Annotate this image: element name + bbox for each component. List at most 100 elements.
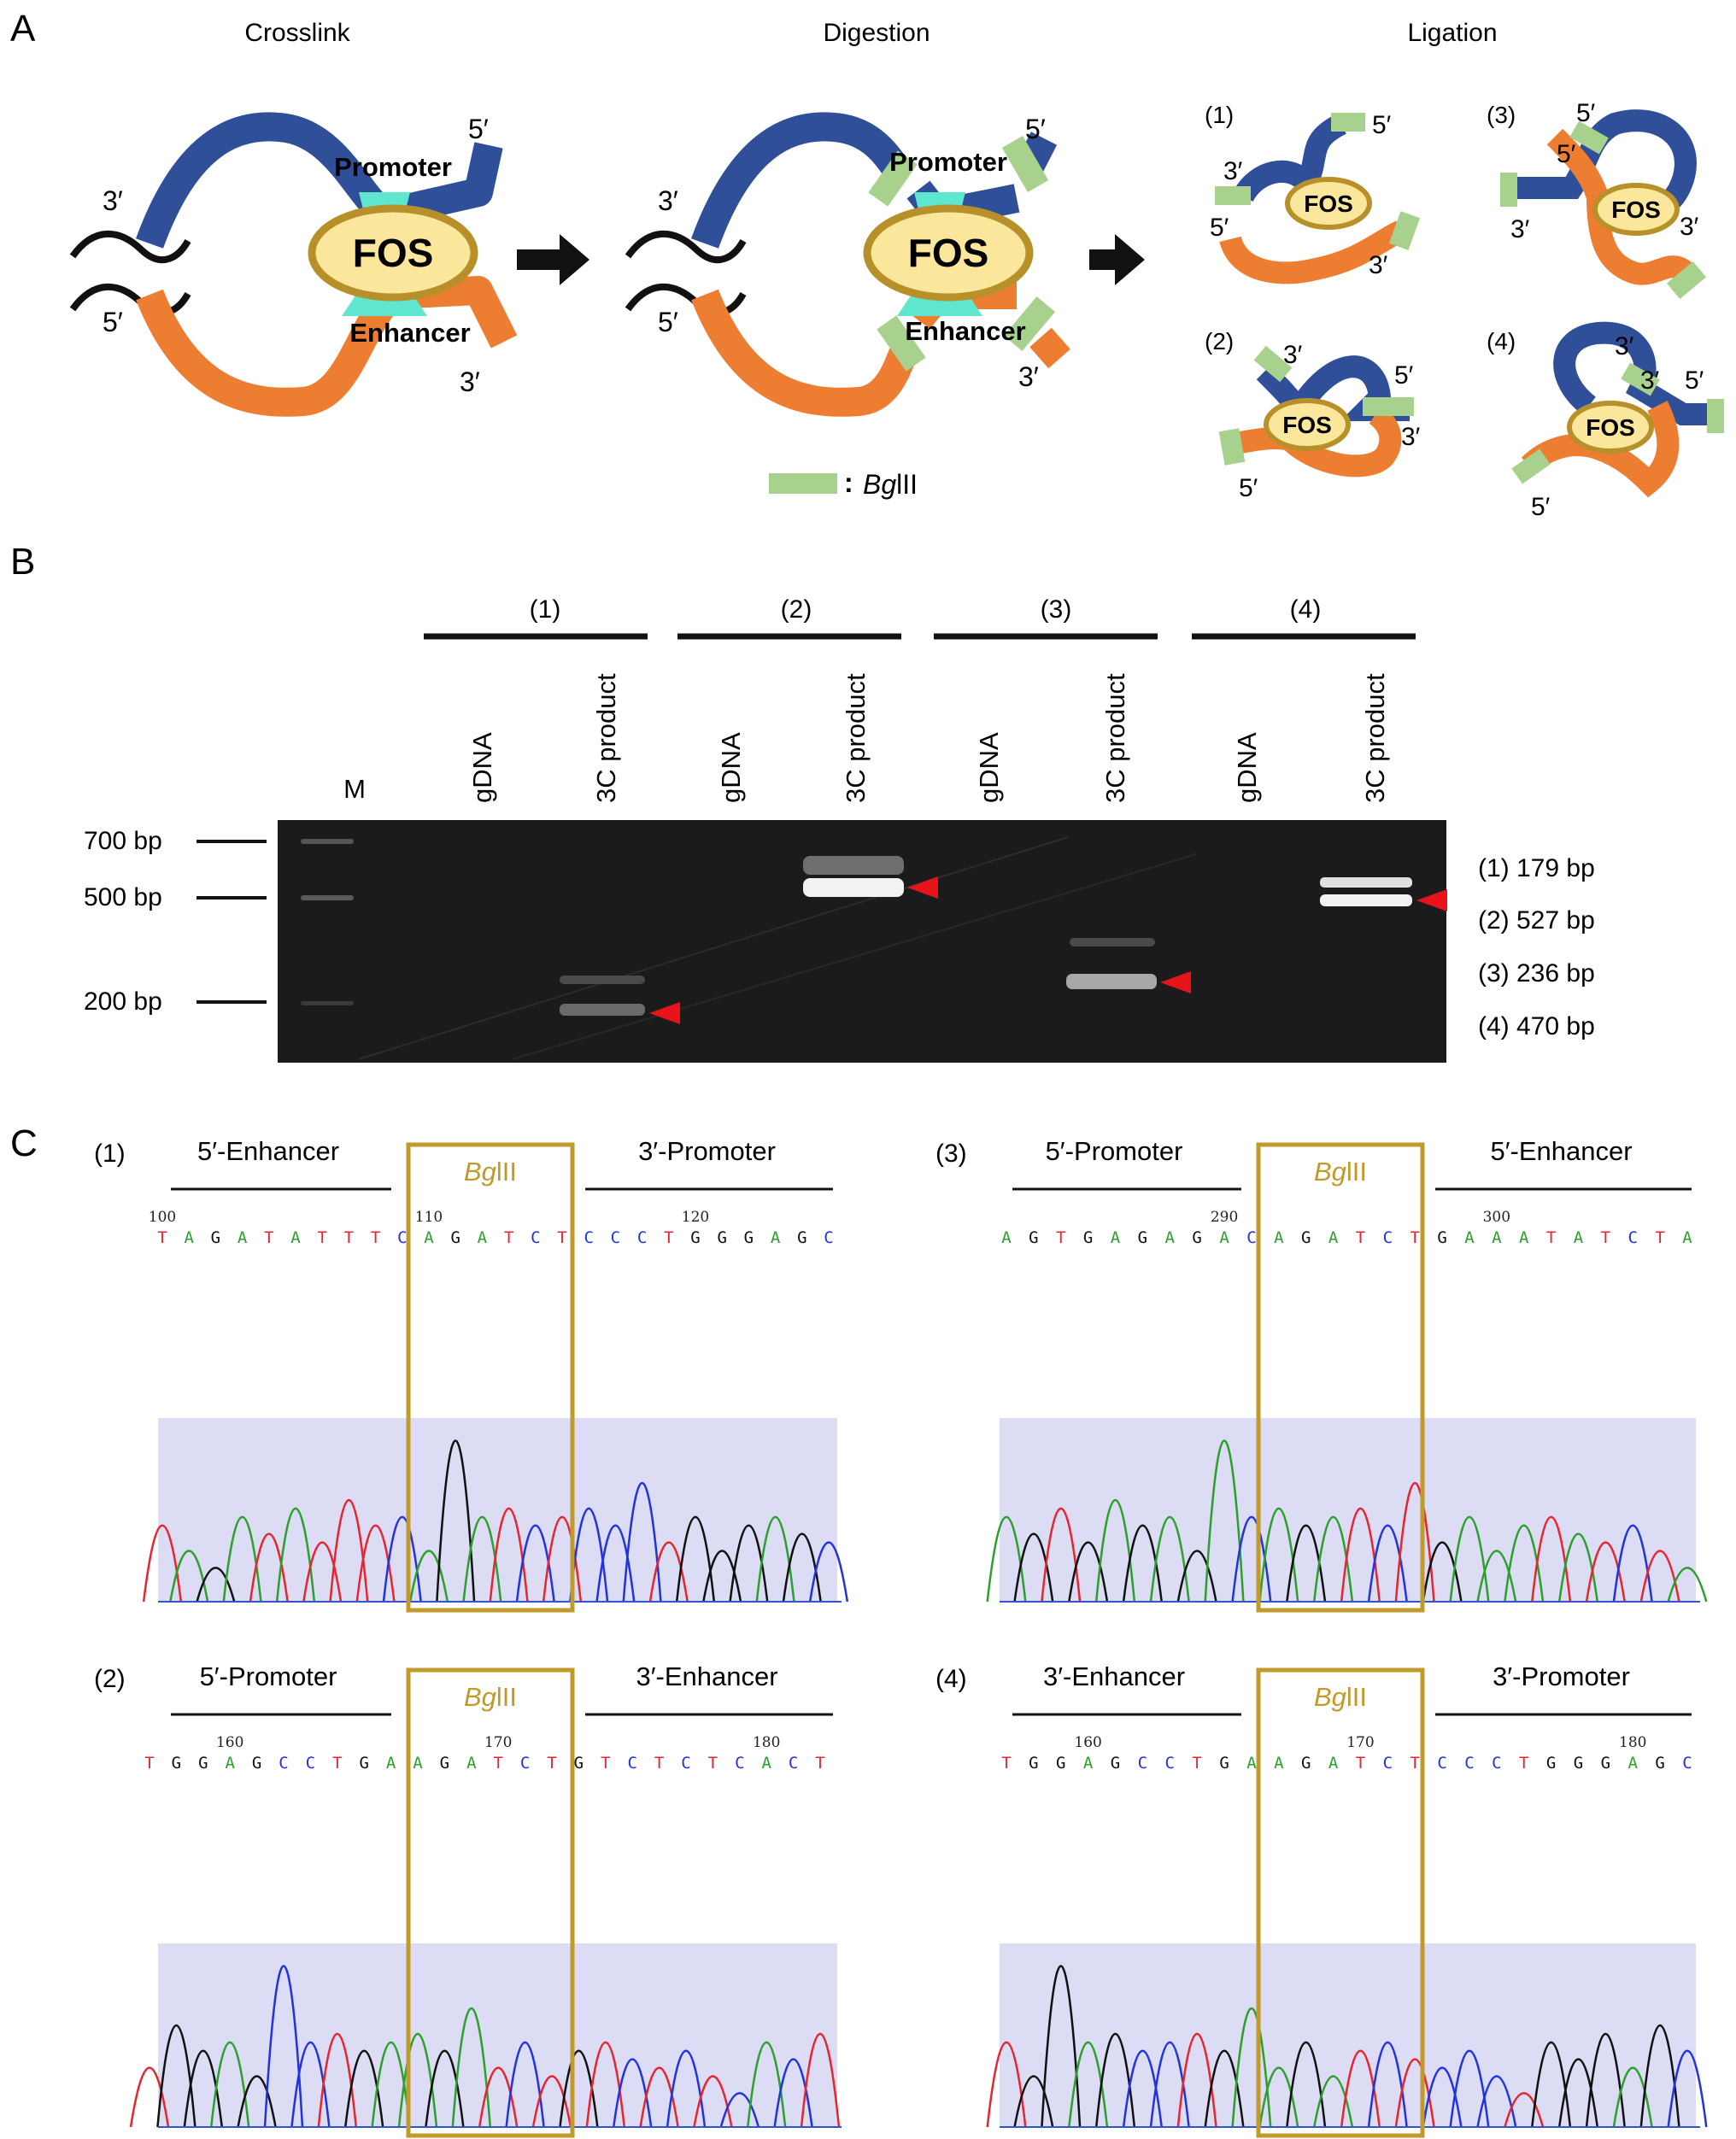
- base-call: C: [531, 1228, 540, 1247]
- segment-right-label: 3′-Promoter: [1493, 1661, 1630, 1691]
- lane-label-gdna-4: gDNA: [1232, 732, 1262, 803]
- end-5p-top: 5′: [468, 114, 489, 144]
- peak: [1149, 2041, 1190, 2128]
- legend-italic: Bg: [863, 469, 896, 500]
- base-call: C: [279, 1754, 288, 1773]
- base-call: C: [789, 1754, 798, 1773]
- base-call: C: [824, 1228, 833, 1247]
- base-call: G: [1301, 1754, 1311, 1773]
- peak: [275, 1507, 316, 1603]
- base-call: C: [1383, 1228, 1393, 1247]
- site-label: BglII: [464, 1157, 517, 1187]
- base-call: T: [557, 1228, 566, 1247]
- base-call: C: [1464, 1754, 1474, 1773]
- legend-label: BglII: [863, 469, 918, 500]
- product-size-3: (3) 236 bp: [1478, 959, 1595, 987]
- panel-b: B (1) (2) (3) (4) M gDNA 3C product gDNA…: [10, 541, 1595, 1063]
- base-call: T: [547, 1754, 556, 1773]
- bglii-site: [877, 315, 926, 372]
- base-call: G: [198, 1754, 208, 1773]
- promoter-label: Promoter: [889, 147, 1007, 177]
- gel-band-upper: [1320, 877, 1412, 888]
- peak: [986, 2041, 1027, 2128]
- base-call: A: [1574, 1228, 1584, 1247]
- peak: [371, 2041, 411, 2128]
- lane-label-marker: M: [343, 774, 366, 804]
- base-call: T: [1410, 1228, 1419, 1247]
- peak: [622, 1481, 662, 1603]
- peak: [183, 2049, 224, 2128]
- position-tick: 170: [1346, 1734, 1374, 1751]
- base-call: A: [478, 1228, 488, 1247]
- base-call: A: [1519, 1228, 1529, 1247]
- fos-label: FOS: [1611, 196, 1661, 223]
- base-call: A: [1246, 1754, 1257, 1773]
- base-call: T: [815, 1754, 824, 1773]
- group-label-2: (2): [781, 595, 812, 624]
- peak: [729, 1524, 769, 1603]
- lane-label-3c-2: 3C product: [841, 673, 871, 803]
- base-call: G: [1111, 1754, 1120, 1773]
- base-call: A: [1001, 1228, 1012, 1247]
- site-label-roman: lII: [1346, 1682, 1367, 1712]
- base-call: G: [717, 1228, 726, 1247]
- digestion-diagram: FOS Promoter Enhancer 5′ 3′ 5′ 3′: [625, 112, 1070, 417]
- position-tick: 300: [1483, 1209, 1510, 1226]
- end-3p: 3′: [1223, 157, 1243, 185]
- peak: [1476, 1550, 1517, 1603]
- base-call: C: [627, 1754, 636, 1773]
- gel-band-product-4: [1320, 894, 1412, 906]
- end-3p-bottom: 3′: [1018, 361, 1039, 392]
- ligation-label-2: (2): [1205, 328, 1234, 355]
- bglii-site: [1621, 362, 1660, 396]
- end-5p-left: 5′: [658, 307, 678, 337]
- base-call: A: [1682, 1228, 1692, 1247]
- end-5p: 5′: [1557, 140, 1576, 168]
- peak: [1667, 2049, 1708, 2128]
- enhancer-strand: [1521, 401, 1680, 498]
- panel-c-letter: C: [10, 1122, 38, 1164]
- base-call: G: [1219, 1754, 1229, 1773]
- ligation-label-1: (1): [1205, 102, 1234, 128]
- peak: [1122, 2049, 1163, 2128]
- base-call: G: [1601, 1754, 1610, 1773]
- ligation-label-4: (4): [1487, 328, 1516, 355]
- base-call: G: [574, 1754, 584, 1773]
- bglii-site: [1215, 186, 1251, 205]
- lane-group-headers: (1) (2) (3) (4): [424, 595, 1416, 640]
- base-call: A: [761, 1754, 771, 1773]
- ladder-label-700: 700 bp: [84, 827, 162, 855]
- peak: [382, 1515, 422, 1603]
- lane-label-gdna-2: gDNA: [716, 732, 746, 803]
- peak: [1041, 1507, 1082, 1603]
- end-3p: 3′: [1283, 341, 1303, 369]
- peak: [1258, 2066, 1299, 2128]
- peak: [1286, 2041, 1327, 2128]
- promoter-strand: [691, 112, 912, 249]
- enhancer-strand: [1546, 128, 1696, 285]
- lane-labels: M gDNA 3C product gDNA 3C product gDNA 3…: [343, 673, 1390, 804]
- site-label-roman: lII: [496, 1157, 517, 1187]
- base-call: A: [771, 1228, 781, 1247]
- fos-ellipse: [308, 204, 478, 302]
- base-call: A: [290, 1228, 301, 1247]
- bglii-site: [868, 150, 918, 207]
- base-call: T: [1410, 1754, 1419, 1773]
- base-call: A: [424, 1228, 434, 1247]
- base-call: G: [1574, 1754, 1583, 1773]
- base-call: G: [450, 1228, 460, 1247]
- peak: [1313, 2075, 1354, 2128]
- base-call: C: [1138, 1754, 1147, 1773]
- peak: [1013, 1532, 1054, 1603]
- base-call: A: [225, 1754, 235, 1773]
- trace-id: (2): [94, 1665, 126, 1693]
- gel-band-smear: [1070, 938, 1155, 946]
- peak: [196, 1567, 236, 1603]
- base-call: G: [690, 1228, 700, 1247]
- peak: [719, 2092, 760, 2128]
- site-label-italic: Bg: [1314, 1682, 1346, 1712]
